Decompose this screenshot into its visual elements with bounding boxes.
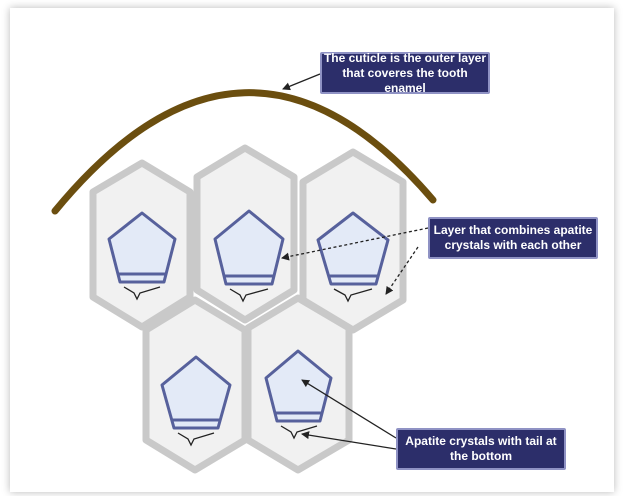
layer-callout-line2: crystals with each other (445, 238, 582, 253)
apatite-callout: Apatite crystals with tail at the bottom (396, 428, 566, 470)
layer-callout: Layer that combines apatite crystals wit… (428, 217, 598, 259)
enamel-prism-hexagons (93, 148, 403, 470)
layer-callout-line1: Layer that combines apatite (434, 223, 593, 238)
apatite-callout-line1: Apatite crystals with tail at (405, 434, 556, 449)
cuticle-callout: The cuticle is the outer layer that cove… (320, 52, 490, 94)
cuticle-callout-line2: that coveres the tooth enamel (322, 66, 488, 96)
cuticle-pointer-arrow (283, 74, 320, 89)
cuticle-callout-line1: The cuticle is the outer layer (324, 51, 486, 66)
apatite-callout-line2: the bottom (450, 449, 512, 464)
